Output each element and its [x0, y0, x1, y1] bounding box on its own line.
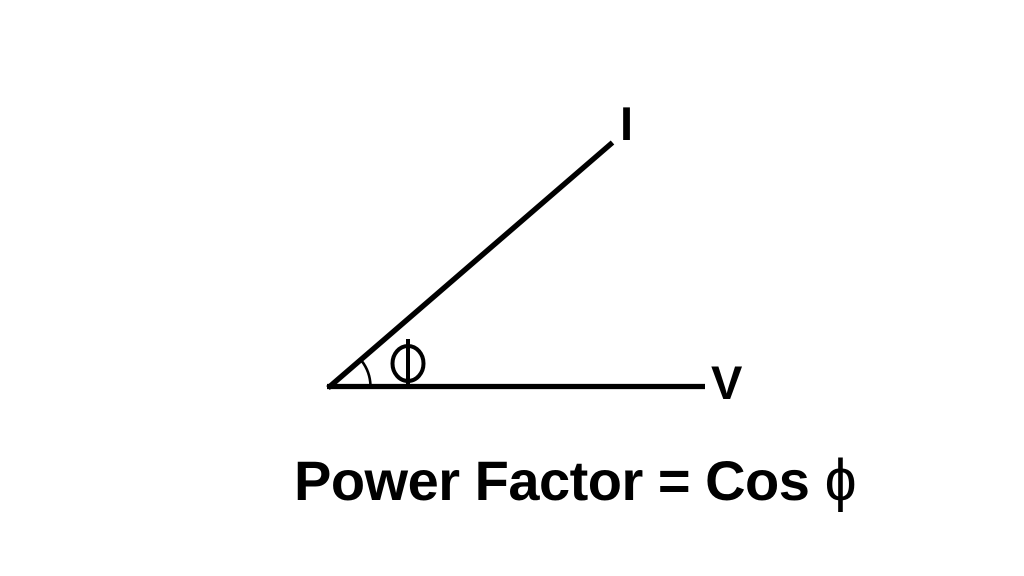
voltage-vector-label: V: [711, 356, 743, 409]
phi-symbol-diagram: [390, 339, 426, 388]
current-vector-label: I: [620, 97, 634, 150]
current-vector-line: [326, 140, 615, 391]
phase-angle-arc: [358, 357, 372, 387]
power-factor-caption: Power Factor = Cos ɸ: [294, 452, 856, 510]
caption-phi-symbol: ɸ: [824, 448, 856, 513]
caption-text: Power Factor = Cos: [294, 449, 825, 512]
